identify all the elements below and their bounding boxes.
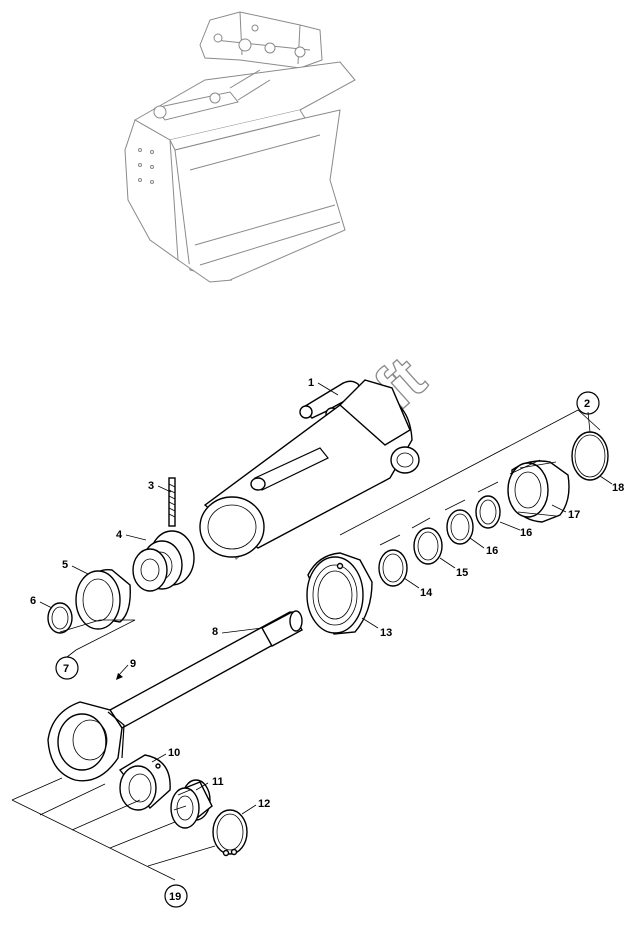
callout-5: 5 <box>62 559 68 571</box>
callout-15: 15 <box>456 567 468 579</box>
callout-9: 9 <box>130 658 136 670</box>
callout-13: 13 <box>380 627 392 639</box>
bucket-overview-illustration <box>124 11 356 283</box>
leader-lines <box>11 382 613 881</box>
part-17-guide-ring <box>507 460 570 523</box>
callout-18: 18 <box>612 482 624 494</box>
callout-8: 8 <box>212 626 218 638</box>
callout-1: 1 <box>308 377 314 389</box>
callout-4: 4 <box>116 529 123 541</box>
part-11-bushing <box>170 779 213 829</box>
part-4-gland <box>132 530 195 592</box>
part-16-seal <box>446 509 474 545</box>
callout-19: 19 <box>169 891 181 903</box>
callout-16a: 16 <box>486 545 498 557</box>
callout-14: 14 <box>420 587 433 599</box>
part-9-rod-eye <box>47 701 125 782</box>
part-12-snap-ring <box>212 809 248 857</box>
part-6-ring <box>47 602 73 634</box>
callout-circle-7 <box>55 656 79 680</box>
callout-9-marker <box>116 673 123 680</box>
part-16-seal-second <box>475 495 501 529</box>
callout-16b: 16 <box>520 527 532 539</box>
part-14-seal <box>378 549 408 587</box>
part-10-bearing-sleeve <box>118 754 171 811</box>
callout-2: 2 <box>584 398 590 410</box>
callout-7: 7 <box>63 663 69 675</box>
callout-3: 3 <box>148 480 154 492</box>
callout-17: 17 <box>568 509 580 521</box>
callout-10: 10 <box>168 747 180 759</box>
callout-circle-19 <box>164 884 188 908</box>
part-18-o-ring <box>571 431 609 481</box>
part-15-seal <box>413 527 443 565</box>
callout-labels: 1 2 3 4 5 6 7 8 9 10 11 12 13 14 15 16 1… <box>30 377 624 908</box>
callout-6: 6 <box>30 595 36 607</box>
part-3-bolt <box>168 477 176 527</box>
part-cylinder-barrel <box>199 379 420 558</box>
callout-circle-2 <box>576 391 600 415</box>
part-8-piston-rod <box>108 610 303 729</box>
part-13-piston <box>306 552 373 635</box>
callout-11: 11 <box>212 776 224 788</box>
callout-12: 12 <box>258 798 270 810</box>
